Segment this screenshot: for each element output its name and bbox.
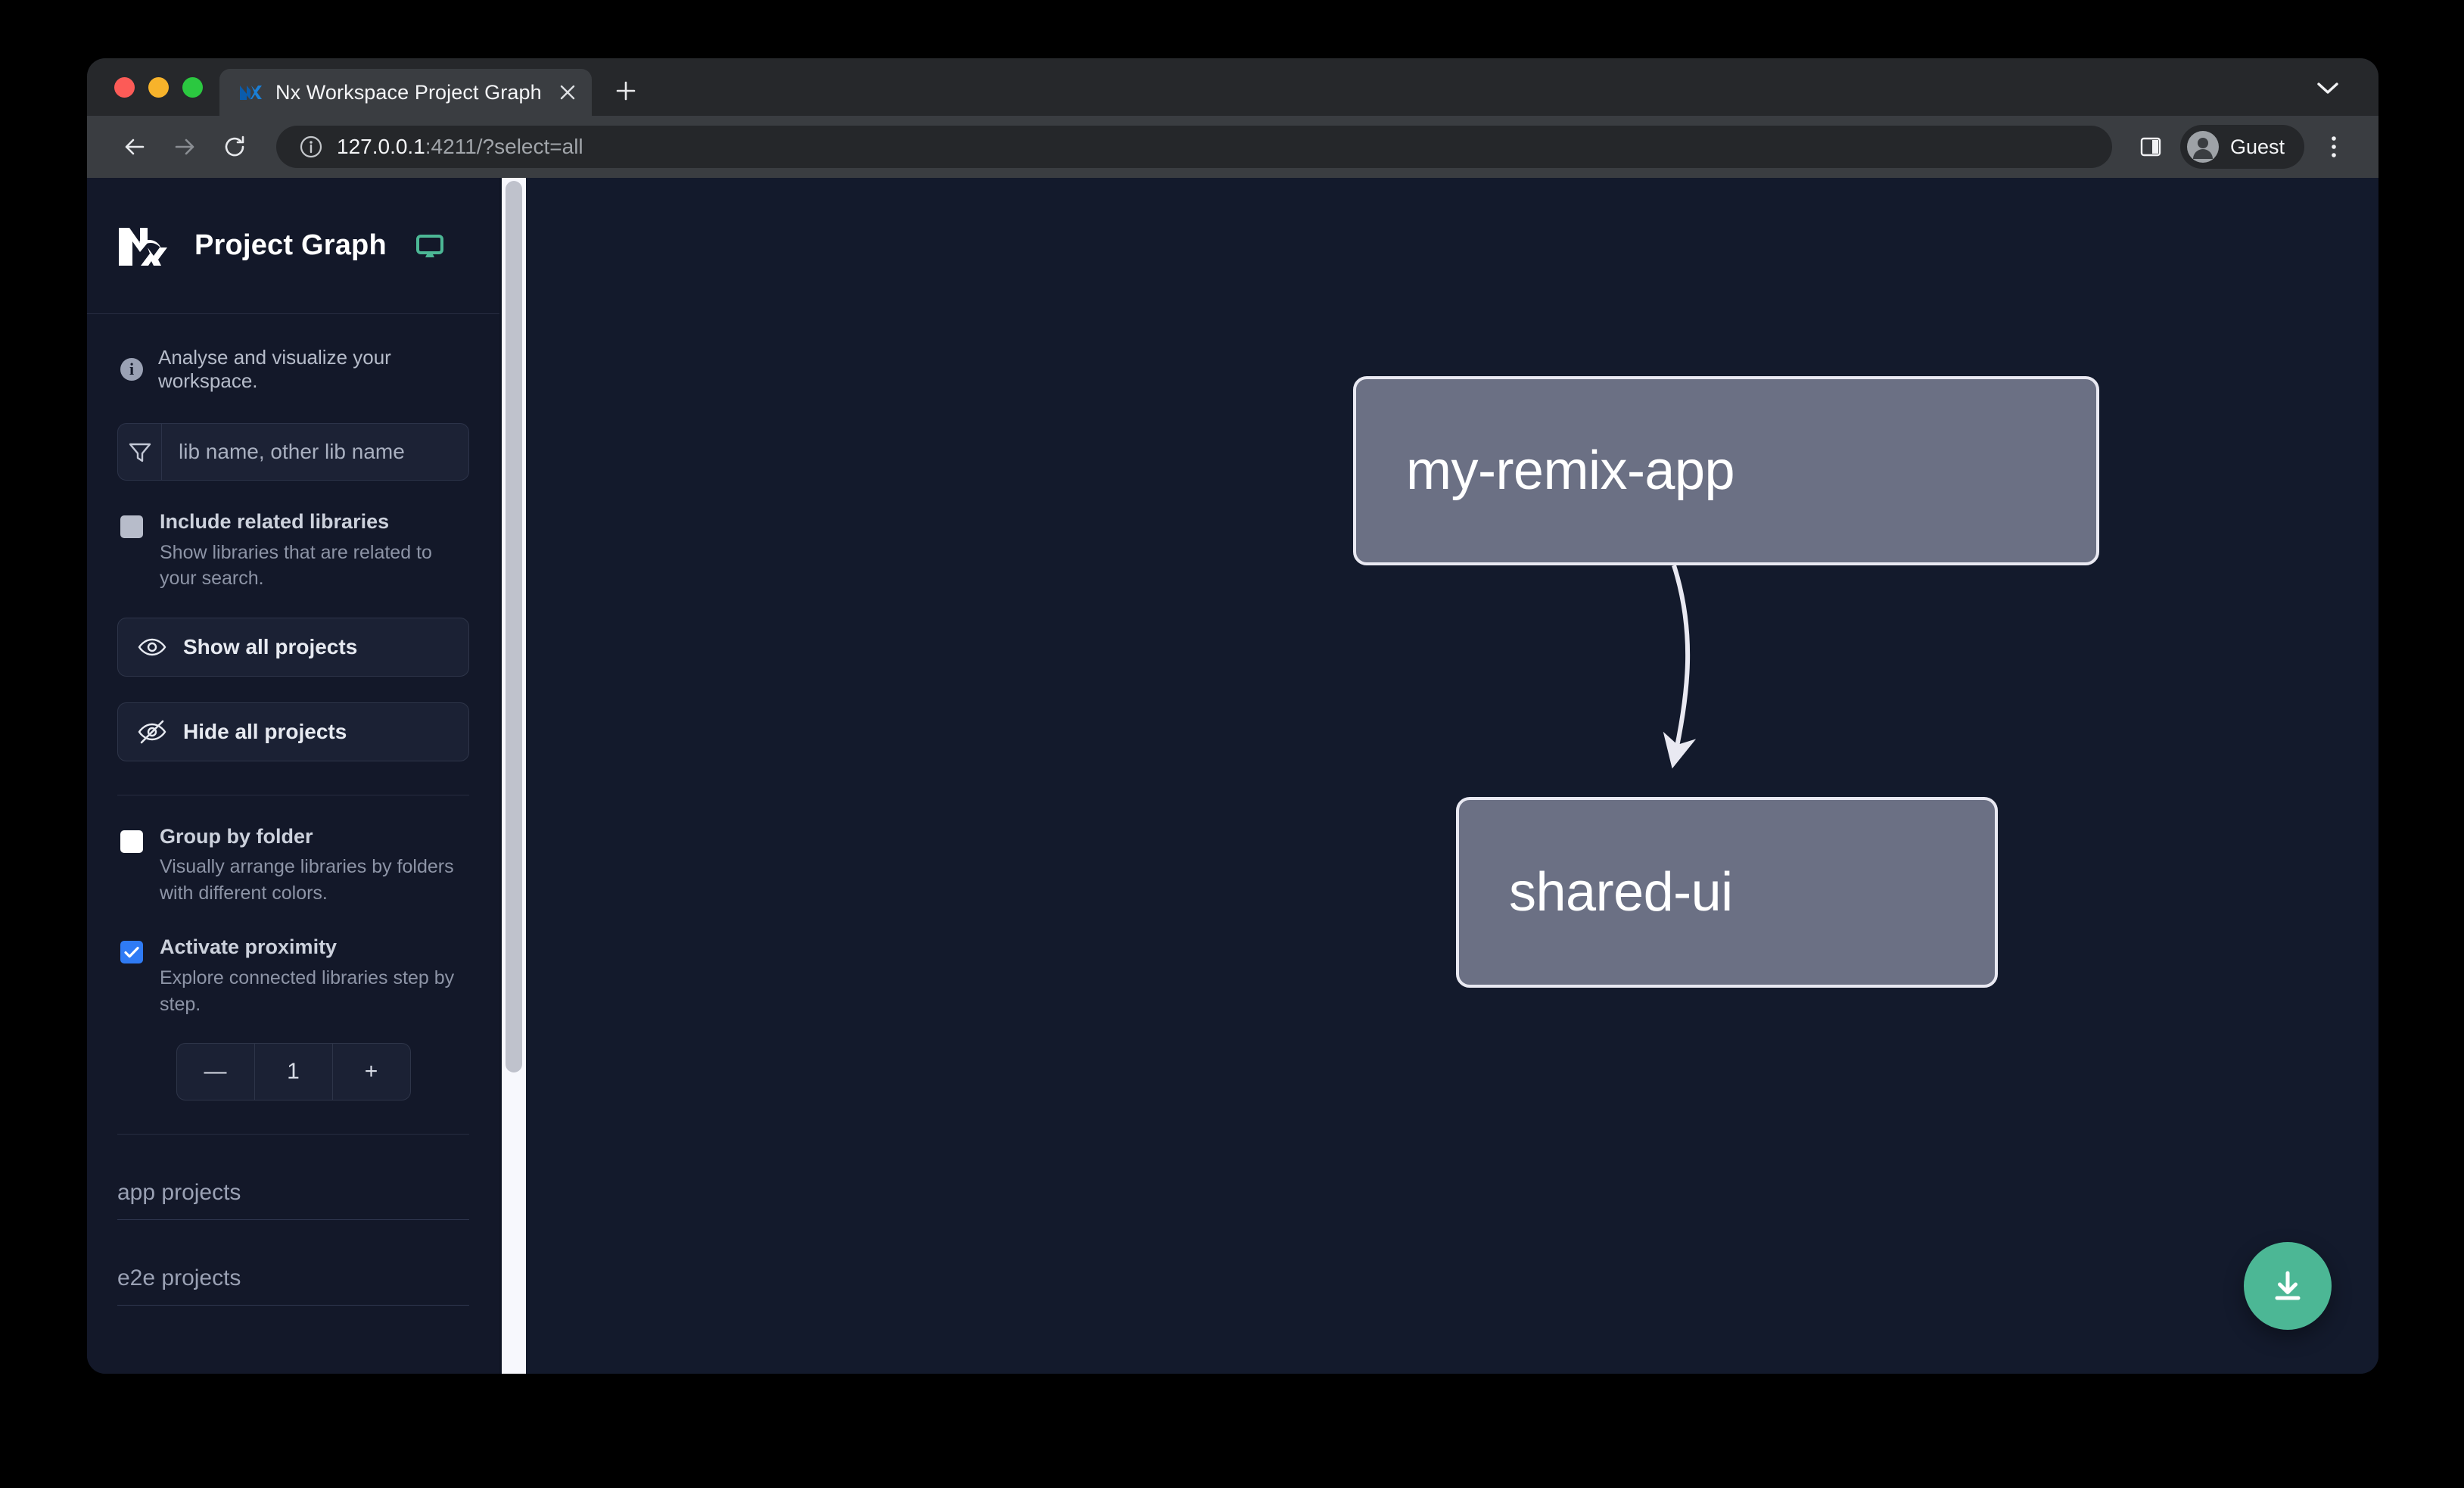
eye-off-icon — [138, 720, 166, 743]
reload-icon — [225, 135, 244, 157]
three-dot-menu-icon — [2332, 136, 2336, 157]
show-all-projects-label: Show all projects — [183, 634, 358, 658]
activate-proximity-checkbox[interactable] — [120, 941, 143, 964]
search-input[interactable] — [162, 424, 468, 480]
group-line-app-projects — [117, 1219, 469, 1221]
address-bar-url: 127.0.0.1:4211/?select=all — [337, 135, 583, 159]
group-header-app-projects[interactable]: app projects — [117, 1180, 241, 1206]
browser-toolbar: 127.0.0.1:4211/?select=all Guest — [87, 116, 2378, 178]
zoom-window-button[interactable] — [182, 77, 203, 98]
proximity-stepper: — 1 + — [176, 1043, 411, 1101]
close-window-button[interactable] — [114, 77, 135, 98]
proximity-decrement-button[interactable]: — — [204, 1059, 227, 1085]
include-related-libraries-label: Include related libraries — [160, 510, 390, 533]
option-activate-proximity[interactable]: Activate proximity Explore connected lib… — [117, 936, 469, 1017]
page-title: Project Graph — [194, 229, 387, 261]
chevron-down-icon — [2317, 82, 2338, 94]
option-group-by-folder[interactable]: Group by folder Visually arrange librari… — [117, 824, 469, 907]
group-by-folder-description: Visually arrange libraries by folders wi… — [160, 856, 454, 904]
back-arrow-icon — [125, 139, 145, 155]
stepper-separator-1 — [254, 1044, 255, 1100]
search-box[interactable] — [117, 423, 469, 481]
graph-node-shared-ui[interactable]: shared-ui — [1456, 797, 1998, 988]
info-icon: i — [120, 358, 143, 381]
hide-all-projects-button[interactable]: Hide all projects — [117, 702, 469, 761]
minimize-window-button[interactable] — [148, 77, 169, 98]
info-circle-icon[interactable] — [299, 135, 323, 159]
graph-node-my-remix-app[interactable]: my-remix-app — [1353, 376, 2099, 565]
nx-logo — [119, 227, 167, 266]
hide-all-projects-label: Hide all projects — [183, 719, 347, 743]
person-avatar-icon — [2186, 131, 2219, 163]
browser-tab[interactable]: Nx Workspace Project Graph — [219, 69, 592, 116]
sidebar: Project Graph i Analyse and visualize yo… — [87, 178, 526, 1374]
plus-icon — [616, 81, 636, 101]
workspace-hint-text: Analyse and visualize your workspace. — [158, 346, 391, 392]
window-traffic-lights — [87, 77, 219, 116]
toolbar-right-actions: Guest — [2129, 125, 2356, 169]
group-by-folder-label: Group by folder — [160, 824, 313, 848]
edge-my-remix-app-to-shared-ui — [1663, 565, 1697, 769]
proximity-value: 1 — [287, 1059, 300, 1085]
split-view-button[interactable] — [2129, 125, 2173, 169]
group-header-e2e-projects[interactable]: e2e projects — [117, 1265, 241, 1291]
sidebar-scrollbar[interactable] — [502, 178, 526, 1374]
browser-window: Nx Workspace Project Graph — [87, 58, 2378, 1374]
forward-button[interactable] — [161, 123, 208, 170]
include-related-libraries-checkbox[interactable] — [120, 515, 143, 538]
graph-edges — [1663, 565, 1697, 769]
url-host: 127.0.0.1 — [337, 135, 425, 158]
sidebar-header: Project Graph — [87, 178, 499, 314]
nx-favicon — [240, 86, 262, 100]
filter-funnel-icon — [118, 424, 162, 480]
url-path: :4211/?select=all — [425, 135, 583, 158]
tab-list-button[interactable] — [2310, 70, 2345, 105]
address-bar[interactable]: 127.0.0.1:4211/?select=all — [276, 126, 2112, 168]
browser-tab-title: Nx Workspace Project Graph — [275, 80, 542, 104]
back-button[interactable] — [111, 123, 158, 170]
include-related-libraries-description: Show libraries that are related to your … — [160, 541, 432, 590]
download-icon — [2275, 1271, 2301, 1300]
profile-name: Guest — [2229, 135, 2285, 158]
group-by-folder-checkbox[interactable] — [120, 830, 143, 853]
activate-proximity-description: Explore connected libraries step by step… — [160, 967, 455, 1015]
monitor-icon[interactable] — [415, 232, 444, 260]
profile-button[interactable]: Guest — [2179, 125, 2304, 169]
split-view-icon — [2140, 137, 2161, 157]
graph-node-label: my-remix-app — [1406, 440, 1735, 501]
sidebar-body: i Analyse and visualize your workspace. … — [87, 314, 499, 1135]
option-include-related-libraries[interactable]: Include related libraries Show libraries… — [117, 510, 469, 592]
stepper-separator-2 — [331, 1044, 333, 1100]
graph-node-label: shared-ui — [1509, 862, 1733, 923]
download-graph-button[interactable] — [2244, 1242, 2332, 1330]
proximity-increment-button[interactable]: + — [364, 1059, 378, 1085]
workspace-hint: i Analyse and visualize your workspace. — [117, 314, 469, 393]
close-icon[interactable] — [554, 79, 581, 106]
reload-button[interactable] — [211, 123, 258, 170]
app-viewport: Project Graph i Analyse and visualize yo… — [87, 178, 2378, 1374]
browser-tab-strip: Nx Workspace Project Graph — [87, 58, 2378, 116]
checkmark-icon — [124, 947, 139, 958]
activate-proximity-label: Activate proximity — [160, 935, 338, 959]
sidebar-scrollbar-thumb[interactable] — [506, 181, 522, 1072]
eye-icon — [138, 638, 166, 655]
group-line-e2e-projects — [117, 1305, 469, 1306]
browser-menu-button[interactable] — [2312, 125, 2356, 169]
new-tab-button[interactable] — [605, 70, 646, 111]
forward-arrow-icon — [175, 139, 194, 155]
show-all-projects-button[interactable]: Show all projects — [117, 617, 469, 677]
sidebar-divider-2 — [117, 1134, 469, 1135]
project-graph-canvas[interactable]: my-remix-app shared-ui — [524, 178, 2378, 1374]
